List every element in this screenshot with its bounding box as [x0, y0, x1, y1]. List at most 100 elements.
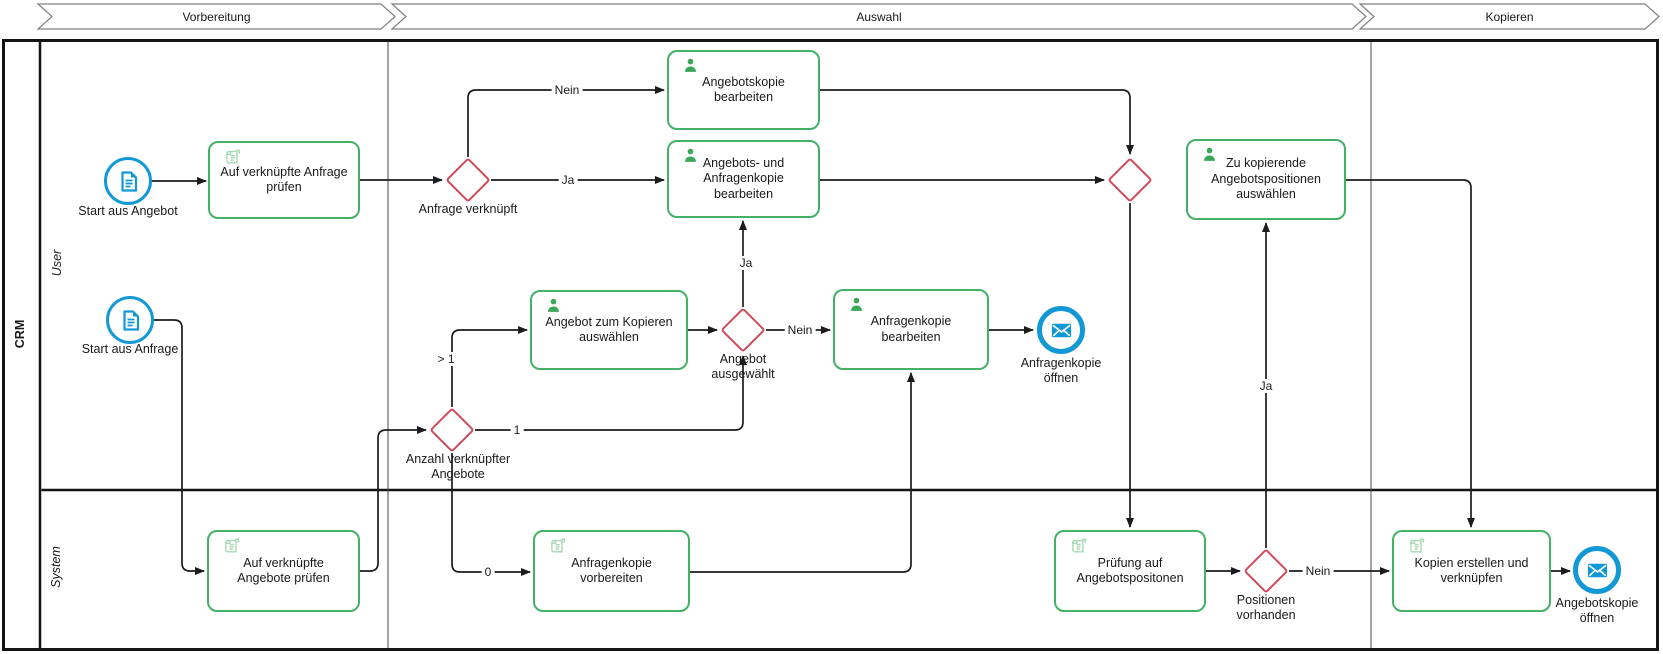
- task-label-line: Angebote prüfen: [237, 571, 330, 585]
- task-label-line: Angebotskopie: [702, 74, 785, 89]
- gateway-diamond: [445, 157, 491, 203]
- node-label-line: öffnen: [1579, 611, 1615, 625]
- task-label-line: vorbereiten: [580, 571, 643, 585]
- document-icon: [117, 307, 144, 334]
- task-label-line: Angebots- und: [702, 155, 785, 170]
- node-label-line: Angebotskopie: [1555, 596, 1639, 610]
- phase-band-kopieren: [1358, 3, 1660, 30]
- gateway-diamond: [429, 407, 475, 453]
- phase-band-auswahl: [390, 3, 1367, 30]
- task-label-line: Anfragenkopie: [870, 314, 952, 328]
- task-label-line: auswählen: [579, 330, 639, 344]
- task-label-line: Angebotspositonen: [1076, 571, 1184, 585]
- node-label-line: öffnen: [1043, 371, 1079, 385]
- end-event-angebotskopie-oeffnen[interactable]: [1573, 546, 1621, 594]
- pool-name-crm: CRM: [13, 319, 27, 349]
- task-label-line: Prüfung auf: [1097, 555, 1163, 570]
- gateway-anfrage-verknuepft-label: Anfrage verknüpft: [419, 202, 518, 217]
- node-label-line: Positionen: [1236, 593, 1296, 607]
- user-icon: [1201, 146, 1218, 168]
- task-label-line: Kopien erstellen und: [1414, 555, 1529, 570]
- flow-1-ausgewaehlt-label: 1: [510, 423, 524, 437]
- flow-angebote-pruefen-anzahl: [360, 426, 427, 572]
- flow-ja-angebots-anfragenkopie-label: Ja: [558, 173, 578, 187]
- message-icon: [1049, 318, 1074, 343]
- gateway-diamond: [720, 307, 766, 353]
- task-label-line: Anfragenkopie: [703, 171, 784, 186]
- document-icon: [115, 168, 142, 195]
- script-icon: [1407, 537, 1425, 560]
- task-label-line: bearbeiten: [881, 329, 941, 344]
- pool-border: [2, 39, 1659, 651]
- phase-label-auswahl: Auswahl: [856, 10, 902, 24]
- start-event-start-aus-angebot-label: Start aus Angebot: [78, 204, 177, 219]
- start-event-start-aus-anfrage[interactable]: [106, 296, 154, 344]
- flow-auswaehlen-kopien-erstellen: [1346, 179, 1475, 528]
- flow-1-ausgewaehlt: [475, 355, 747, 431]
- flow-nein-angebotskopie-label: Nein: [551, 83, 583, 97]
- task-label-line: Auf verknüpfte Anfrage: [220, 164, 348, 179]
- flow-ja-hoch-label: Ja: [736, 256, 756, 270]
- phase-band-vorbereitung: [36, 3, 396, 30]
- node-label-line: ausgewählt: [711, 367, 775, 381]
- node-label-line: Anfrage verknüpft: [418, 202, 518, 216]
- node-label-line: vorhanden: [1236, 608, 1296, 622]
- script-icon: [222, 537, 240, 560]
- task-label-line: prüfen: [266, 180, 302, 194]
- task-label-line: bearbeiten: [713, 186, 774, 201]
- user-icon: [848, 296, 865, 318]
- flow-0-vorbereiten-label: 0: [481, 565, 495, 579]
- task-label-line: Angebot zum Kopieren: [545, 314, 673, 329]
- gateway-anzahl-verknuepfter-angebote[interactable]: [429, 407, 475, 453]
- end-event-anfragenkopie-oeffnen[interactable]: [1037, 306, 1085, 354]
- node-label-line: Anfragenkopie: [1020, 356, 1102, 370]
- node-label-line: Start aus Angebot: [78, 204, 178, 218]
- flow-angebotskopie-merge: [820, 89, 1134, 155]
- script-icon: [223, 148, 241, 171]
- flow-nein-angebotskopie: [467, 86, 665, 157]
- user-icon: [545, 297, 562, 319]
- task-label-line: Angebotspositionen: [1211, 171, 1321, 186]
- start-event-start-aus-angebot[interactable]: [104, 157, 152, 205]
- lane-label-system: System: [49, 546, 63, 588]
- task-label-line: verknüpfen: [1440, 571, 1503, 585]
- gateway-anfrage-verknuepft[interactable]: [445, 157, 491, 203]
- flow-start-anfrage-angebote-pruefen: [154, 319, 205, 575]
- task-label-line: Zu kopierende: [1226, 156, 1306, 171]
- task-label-line: Anfragenkopie: [571, 555, 652, 570]
- gateway-positionen-vorhanden[interactable]: [1243, 548, 1289, 594]
- flow-vorbereiten-bearbeiten: [690, 372, 915, 573]
- gateway-merge[interactable]: [1107, 157, 1153, 203]
- flow-0-vorbereiten: [451, 453, 531, 576]
- lane-label-user: User: [50, 249, 64, 277]
- task-label-line: bearbeiten: [713, 90, 774, 104]
- gateway-angebot-ausgewaehlt[interactable]: [720, 307, 766, 353]
- message-icon: [1585, 558, 1610, 583]
- node-label-line: Angebote: [431, 467, 485, 481]
- flow-groesser-1: [451, 326, 528, 407]
- flow-ja-zu-kopierende-label: Ja: [1256, 379, 1276, 393]
- node-label-line: Angebot: [719, 352, 767, 366]
- node-label-line: Anzahl verknüpfter: [405, 452, 511, 466]
- user-icon: [682, 57, 699, 79]
- phase-label-kopieren: Kopieren: [1485, 10, 1534, 24]
- gateway-diamond: [1107, 157, 1153, 203]
- user-icon: [682, 147, 699, 169]
- phase-label-vorbereitung: Vorbereitung: [182, 10, 251, 24]
- script-icon: [1069, 537, 1087, 560]
